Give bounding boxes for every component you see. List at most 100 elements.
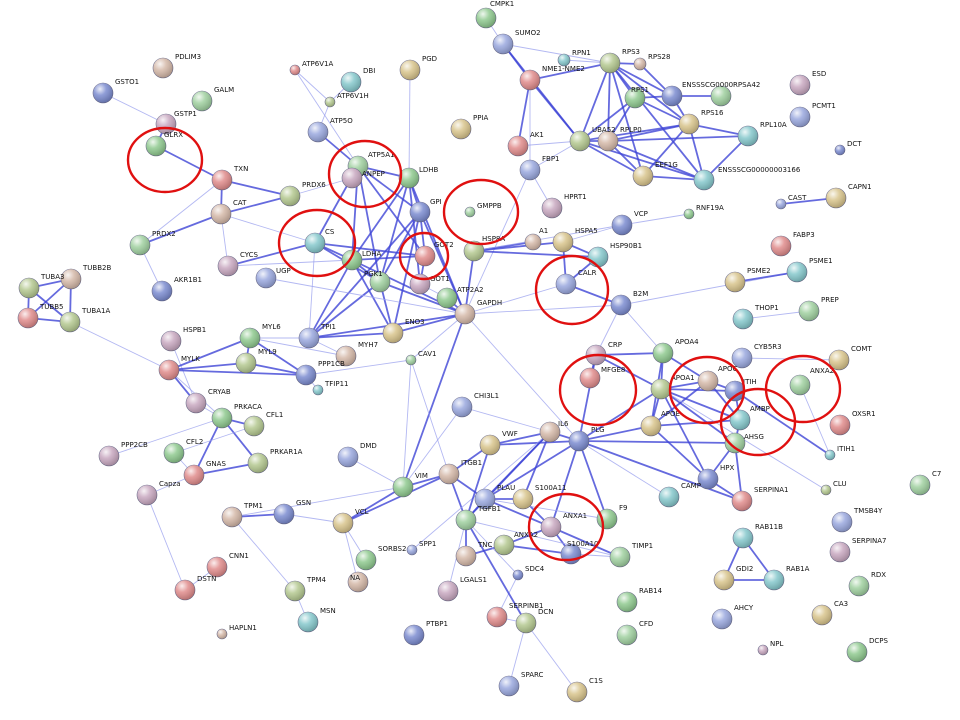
node-gsto1[interactable] — [92, 82, 114, 104]
node-dbi[interactable] — [340, 71, 362, 93]
node-glrx[interactable] — [145, 135, 167, 157]
node-cs[interactable] — [304, 232, 326, 254]
node-b2m[interactable] — [610, 294, 632, 316]
node-tpm1[interactable] — [221, 506, 243, 528]
node-anxa2b[interactable] — [493, 534, 515, 556]
node-fbp1[interactable] — [519, 159, 541, 181]
node-rplp0[interactable] — [597, 130, 619, 152]
node-na[interactable] — [347, 571, 369, 593]
node-dcps[interactable] — [846, 641, 868, 663]
node-oxsr1[interactable] — [829, 414, 851, 436]
node-ppia[interactable] — [450, 118, 472, 140]
node-enssscg3166[interactable] — [693, 169, 715, 191]
node-capza[interactable] — [136, 484, 158, 506]
node-psme2[interactable] — [724, 271, 746, 293]
node-dmd[interactable] — [337, 446, 359, 468]
node-gsn[interactable] — [273, 503, 295, 525]
node-akr1b1[interactable] — [151, 280, 173, 302]
node-vcp[interactable] — [611, 214, 633, 236]
node-myl6[interactable] — [239, 327, 261, 349]
node-capn1[interactable] — [825, 187, 847, 209]
node-camp[interactable] — [658, 486, 680, 508]
node-ldhb[interactable] — [398, 167, 420, 189]
node-clu[interactable] — [820, 484, 832, 496]
node-apoc[interactable] — [697, 370, 719, 392]
node-dstn[interactable] — [174, 579, 196, 601]
node-cryab[interactable] — [185, 392, 207, 414]
node-dct[interactable] — [834, 144, 846, 156]
node-rnf19a[interactable] — [683, 208, 695, 220]
node-eno3[interactable] — [382, 322, 404, 344]
node-prdx2[interactable] — [129, 234, 151, 256]
node-hspa5[interactable] — [552, 231, 574, 253]
node-cnn1[interactable] — [206, 556, 228, 578]
node-apoa4[interactable] — [652, 342, 674, 364]
node-itih1[interactable] — [824, 449, 836, 461]
node-rab14[interactable] — [616, 591, 638, 613]
node-cfl1[interactable] — [243, 415, 265, 437]
node-ppp1cb[interactable] — [295, 364, 317, 386]
node-vcl[interactable] — [332, 512, 354, 534]
node-tmsb4y[interactable] — [831, 511, 853, 533]
node-anpep[interactable] — [341, 167, 363, 189]
node-tnc[interactable] — [455, 545, 477, 567]
node-s100a11[interactable] — [512, 488, 534, 510]
node-ca3[interactable] — [811, 604, 833, 626]
node-pgd[interactable] — [399, 59, 421, 81]
node-prkar1a[interactable] — [247, 452, 269, 474]
node-comt[interactable] — [828, 349, 850, 371]
node-cycs[interactable] — [217, 255, 239, 277]
node-c7[interactable] — [909, 474, 931, 496]
node-txn[interactable] — [211, 169, 233, 191]
node-dcn[interactable] — [515, 612, 537, 634]
node-ahsg[interactable] — [724, 432, 746, 454]
node-tgfb1[interactable] — [455, 509, 477, 531]
node-hprt1[interactable] — [541, 197, 563, 219]
node-sdc4[interactable] — [512, 569, 524, 581]
node-fabp3[interactable] — [770, 235, 792, 257]
node-rps28[interactable] — [633, 57, 647, 71]
node-uba52[interactable] — [569, 130, 591, 152]
node-tpi1[interactable] — [298, 327, 320, 349]
node-cav1[interactable] — [405, 354, 417, 366]
node-sparc[interactable] — [498, 675, 520, 697]
node-gpi[interactable] — [409, 201, 431, 223]
node-cfl2[interactable] — [163, 442, 185, 464]
node-tfip11[interactable] — [312, 384, 324, 396]
node-a1[interactable] — [524, 233, 542, 251]
node-serpinb1[interactable] — [486, 606, 508, 628]
node-apoa1[interactable] — [650, 378, 672, 400]
node-plg[interactable] — [568, 430, 590, 452]
node-rps1[interactable] — [624, 87, 646, 109]
node-mylk[interactable] — [158, 359, 180, 381]
node-rpl10a[interactable] — [737, 125, 759, 147]
node-esd[interactable] — [789, 74, 811, 96]
node-prkaca[interactable] — [211, 407, 233, 429]
node-anxa1[interactable] — [540, 516, 562, 538]
node-rps16[interactable] — [678, 113, 700, 135]
node-plau[interactable] — [474, 488, 496, 510]
node-cat[interactable] — [210, 203, 232, 225]
node-rpsa42[interactable] — [710, 85, 732, 107]
node-pgk1[interactable] — [369, 271, 391, 293]
node-npl[interactable] — [757, 644, 769, 656]
node-rpn1[interactable] — [557, 53, 571, 67]
node-cfd[interactable] — [616, 624, 638, 646]
node-rab1a[interactable] — [763, 569, 785, 591]
node-il6[interactable] — [539, 421, 561, 443]
node-c1s[interactable] — [566, 681, 588, 703]
node-tubb2b[interactable] — [60, 268, 82, 290]
node-atp6v1h[interactable] — [324, 96, 336, 108]
node-cyb5r3[interactable] — [731, 347, 753, 369]
node-nme1-nme2[interactable] — [519, 69, 541, 91]
node-tpm4[interactable] — [284, 580, 306, 602]
node-tubb5[interactable] — [17, 307, 39, 329]
node-prdx6[interactable] — [279, 185, 301, 207]
node-atp2a2[interactable] — [436, 287, 458, 309]
node-rab11b[interactable] — [732, 527, 754, 549]
node-serpina7[interactable] — [829, 541, 851, 563]
node-atp5o[interactable] — [307, 121, 329, 143]
node-itih[interactable] — [724, 380, 746, 402]
node-galm[interactable] — [191, 90, 213, 112]
node-enssscg0[interactable] — [661, 85, 683, 107]
